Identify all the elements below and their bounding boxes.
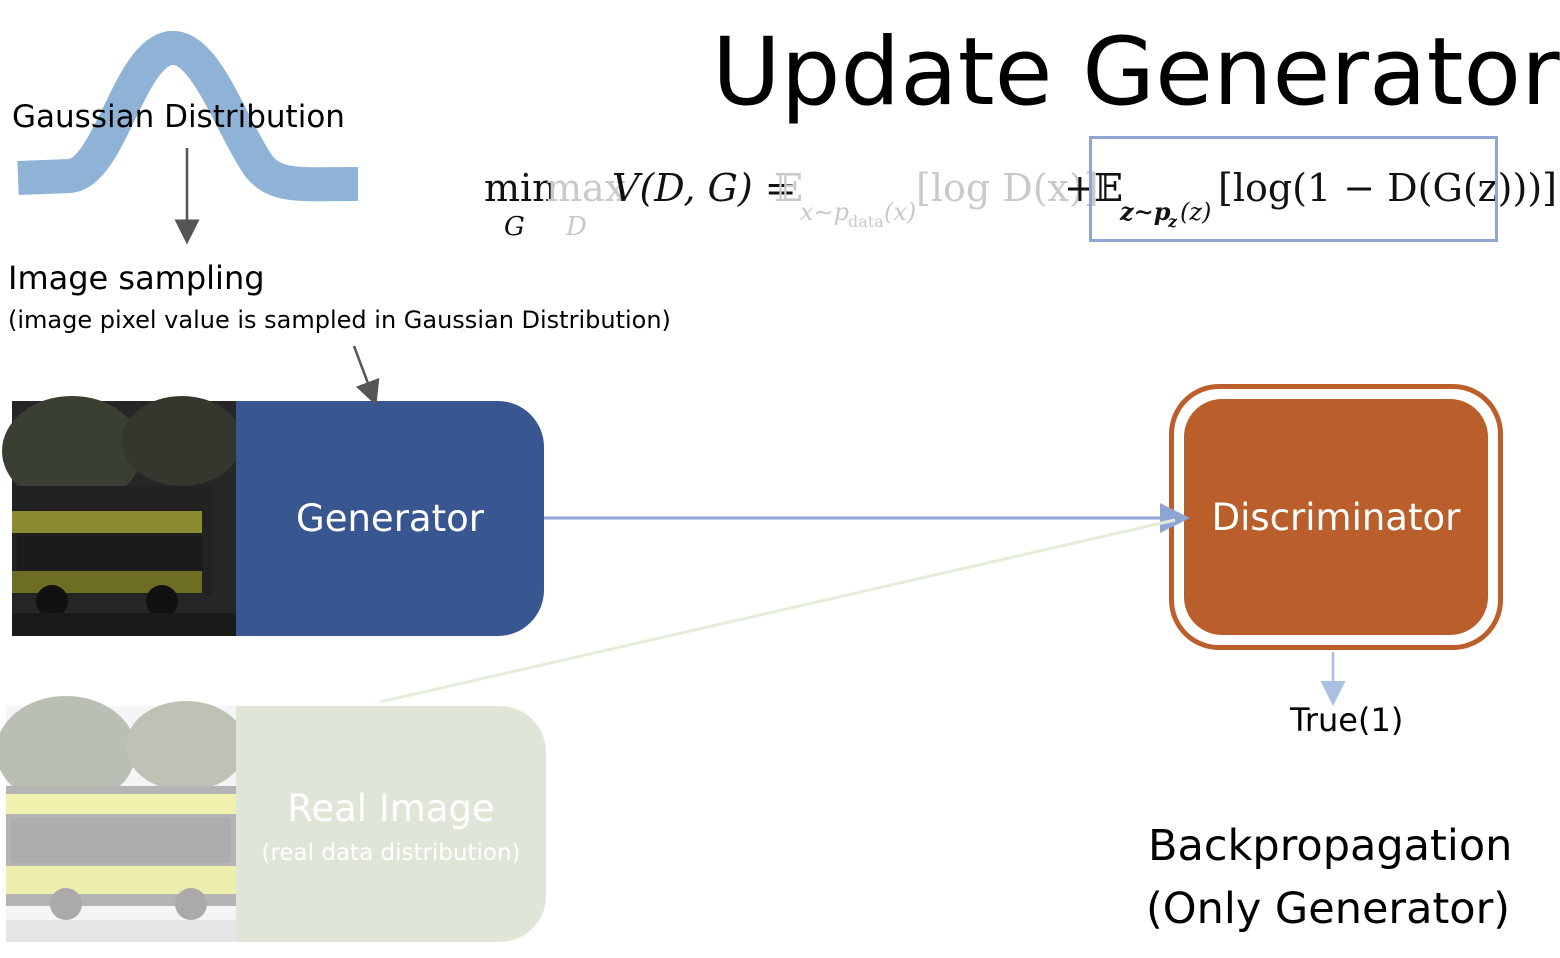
formula-max: max (546, 166, 627, 210)
image-sampling-title: Image sampling (8, 259, 265, 297)
backpropagation-title: Backpropagation (1148, 821, 1513, 871)
formula-expectation-fake: 𝔼 (1094, 166, 1123, 210)
discriminator-label: Discriminator (1211, 495, 1461, 539)
output-true-label: True(1) (1290, 701, 1404, 739)
real-image-label: Real Image (287, 787, 495, 830)
formula-expectation-fake-sub3: (z) (1180, 198, 1212, 226)
real-bus-image (0, 696, 246, 942)
slide-title: Update Generator (712, 18, 1560, 127)
formula-max-sub: D (566, 212, 587, 242)
sampling-to-generator-arrow (352, 345, 380, 406)
generator-block: Generator (236, 401, 544, 636)
formula-expectation-fake-sub: z∼p (1120, 197, 1171, 226)
generator-label: Generator (296, 497, 484, 540)
image-sampling-subtitle: (image pixel value is sampled in Gaussia… (8, 306, 671, 334)
gaussian-distribution-label: Gaussian Distribution (12, 99, 345, 135)
formula-highlight-box (1089, 136, 1498, 242)
formula-min-sub: G (504, 212, 525, 242)
noisy-bus-image (2, 396, 242, 636)
real-image-sublabel: (real data distribution) (261, 840, 521, 866)
formula-expectation-real-sub3: (x) (884, 198, 917, 226)
formula-min: min (484, 166, 557, 210)
backpropagation-subtitle: (Only Generator) (1146, 884, 1511, 934)
formula-value-function: V(D, G) = (612, 166, 797, 210)
gan-objective-formula: min G max D V(D, G) = 𝔼 x∼p data (x) [lo… (484, 160, 1557, 242)
formula-expectation-real-sub: x∼p (800, 198, 850, 226)
discriminator-block: Discriminator (1184, 399, 1488, 635)
formula-real-term: [log D(x)] (916, 166, 1099, 210)
formula-fake-term: [log(1 − D(G(z)))] (1218, 166, 1557, 210)
formula-expectation-real-sub2: data (848, 212, 884, 231)
formula-expectation-real: 𝔼 (774, 166, 803, 210)
formula-expectation-fake-sub2: z (1168, 212, 1178, 231)
real-image-block: Real Image (real data distribution) (236, 706, 546, 942)
gaussian-curve-icon (17, 31, 359, 202)
